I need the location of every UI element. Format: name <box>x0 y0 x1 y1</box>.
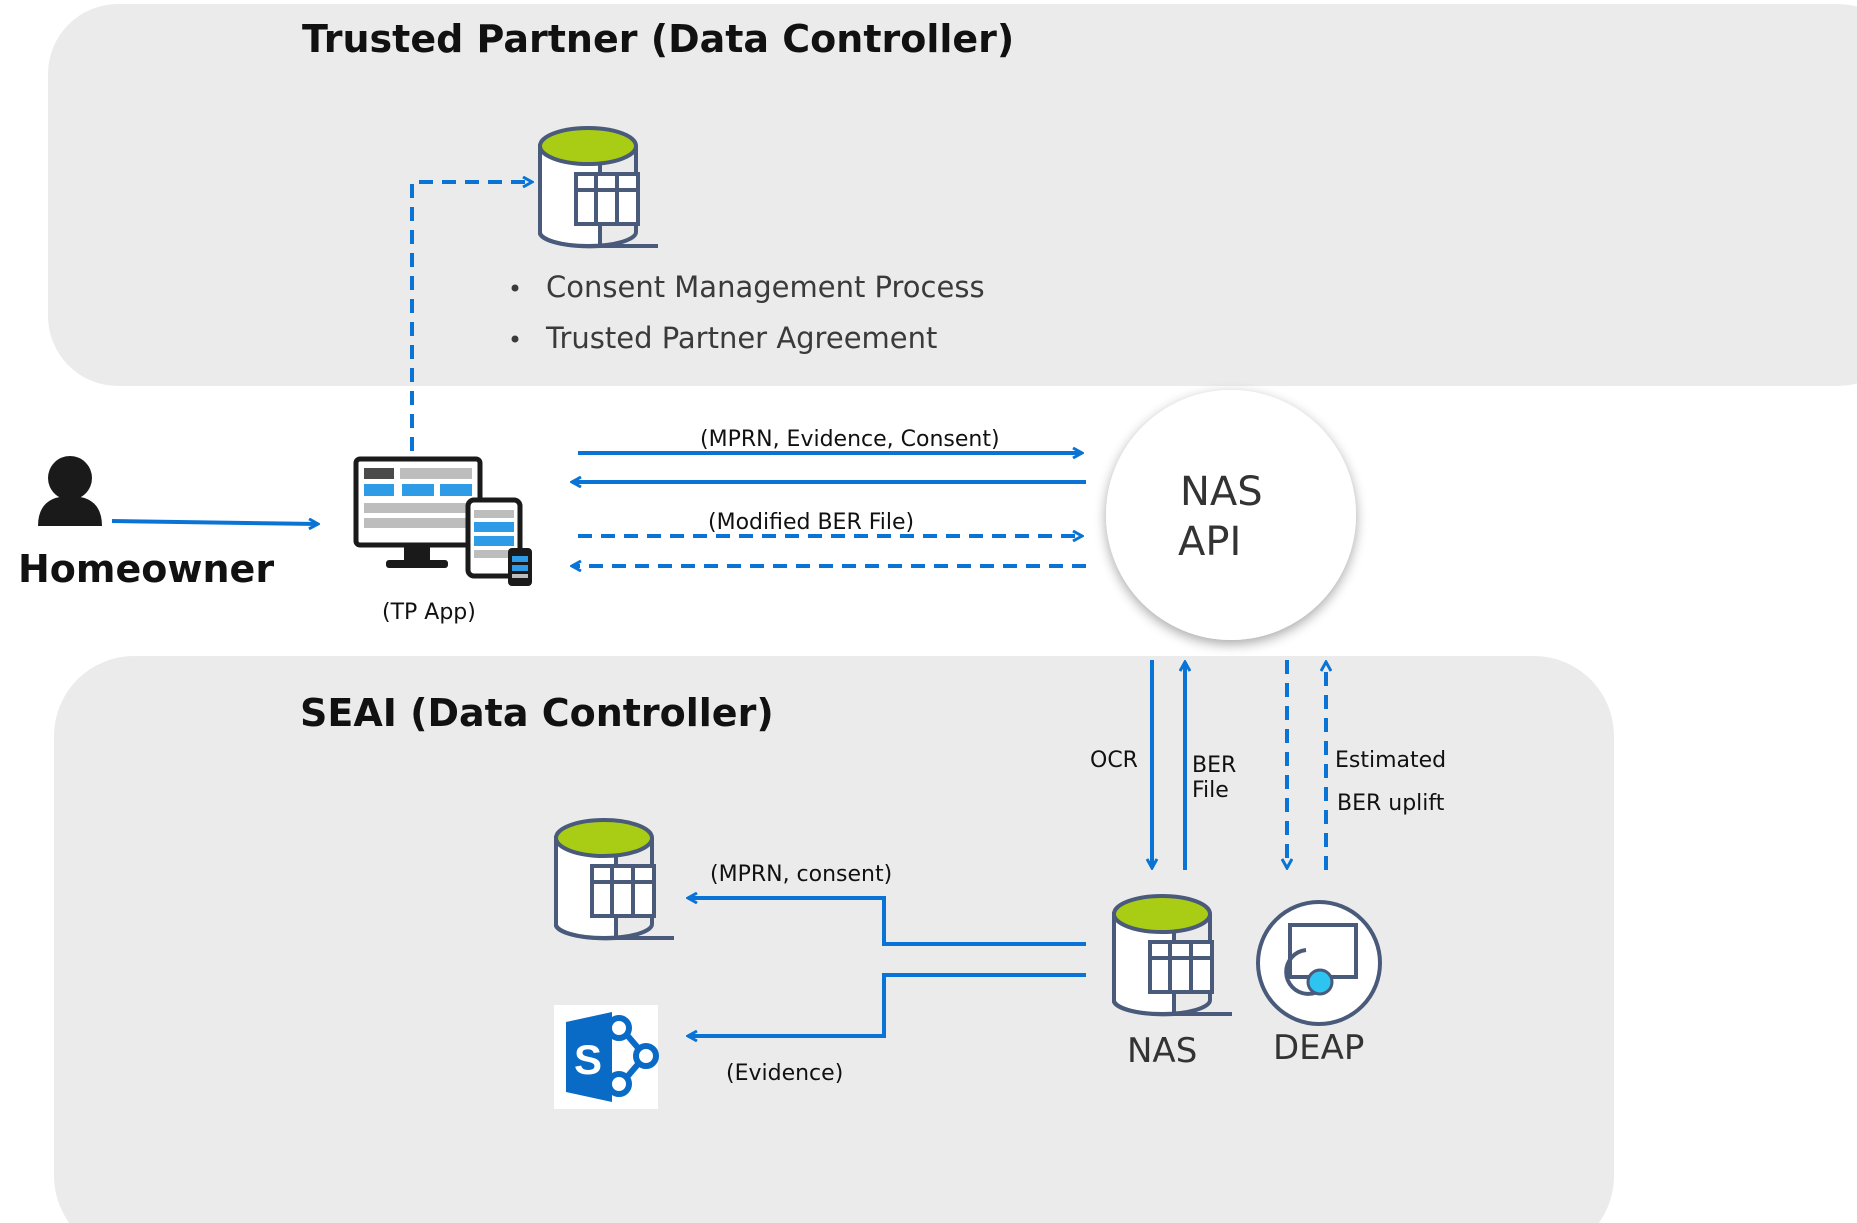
app-to-partner-db-arrow <box>410 182 532 451</box>
estimated-label-line2: BER uplift <box>1337 791 1445 816</box>
nas-api-label-line1: NAS <box>1180 469 1263 515</box>
bullet-dot <box>511 335 519 343</box>
modified-ber-file-label: (Modified BER File) <box>708 510 914 535</box>
estimated-label-line1: Estimated <box>1335 748 1446 773</box>
bullet-trusted-partner-agreement: Trusted Partner Agreement <box>545 321 937 355</box>
nas-api-node <box>1106 390 1356 640</box>
mprn-consent-label: (MPRN, consent) <box>710 862 892 887</box>
ber-file-label-line1: BER <box>1192 753 1236 778</box>
sharepoint-letter: S <box>574 1036 602 1083</box>
trusted-partner-panel <box>48 4 1857 386</box>
tp-app-label: (TP App) <box>382 600 476 625</box>
deap-icon <box>1256 900 1382 1026</box>
mprn-consent-arrow <box>688 898 1086 946</box>
homeowner-label: Homeowner <box>18 547 274 591</box>
homeowner-to-app-arrow <box>111 521 318 524</box>
trusted-partner-title: Trusted Partner (Data Controller) <box>302 17 1014 61</box>
sharepoint-icon: S <box>554 1005 659 1109</box>
trusted-partner-bullets: Consent Management Process Trusted Partn… <box>511 270 985 355</box>
seai-title: SEAI (Data Controller) <box>300 691 774 735</box>
deap-label: DEAP <box>1273 1028 1364 1068</box>
seai-panel <box>54 656 1614 1223</box>
bullet-dot <box>511 284 519 292</box>
nas-api-label-line2: API <box>1178 519 1241 565</box>
ber-file-label-line2: File <box>1192 778 1229 803</box>
evidence-arrow <box>688 973 1086 1036</box>
bullet-consent-management: Consent Management Process <box>546 270 985 304</box>
ocr-label: OCR <box>1090 748 1138 773</box>
mprn-evidence-consent-label: (MPRN, Evidence, Consent) <box>700 427 1000 452</box>
devices-icon <box>353 456 532 586</box>
person-icon <box>38 456 102 526</box>
evidence-label: (Evidence) <box>726 1061 843 1086</box>
nas-label: NAS <box>1127 1031 1197 1071</box>
